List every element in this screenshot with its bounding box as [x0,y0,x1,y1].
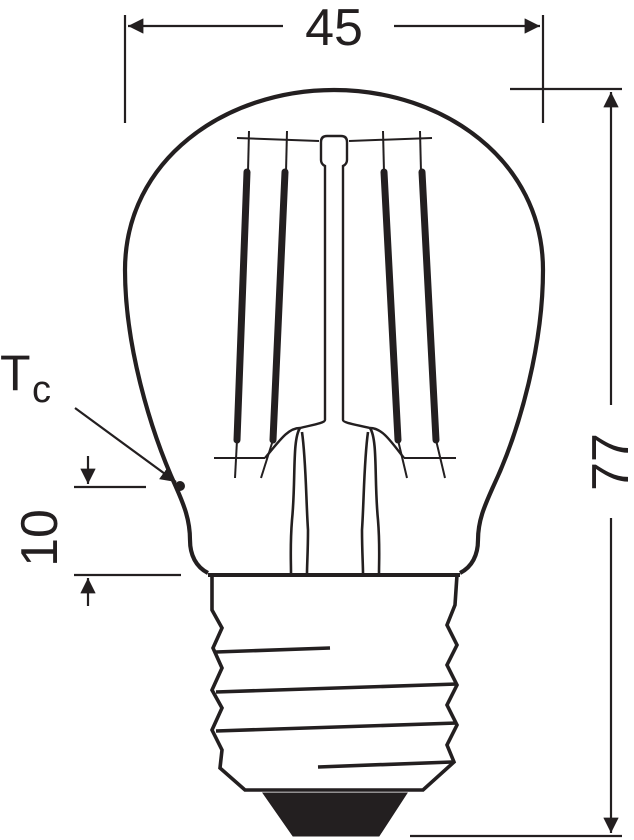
tc-label-subscript: c [32,369,51,411]
height-dimension-label: 77 [582,433,634,491]
filament-1 [233,168,251,444]
thread-line-4 [317,760,453,769]
filament-4 [418,168,440,444]
thread-line-2 [215,682,458,694]
tc-leader [74,407,177,483]
base-outline [209,574,460,792]
base-contact-tip [262,792,408,837]
tc-offset-dimension-label: 10 [11,509,69,567]
tc-offset-dimension [74,456,181,606]
filament-bottom-support [214,419,456,479]
glass-bulb-outline [122,87,546,575]
tc-point-dot [175,481,185,491]
screw-base [208,573,460,792]
glass-stem [289,427,381,574]
filament-top-support [236,130,433,420]
filament-3 [380,168,402,444]
tc-label-main: T [0,345,31,401]
filaments [233,168,440,444]
thread-line-1 [215,646,331,654]
width-dimension [123,15,545,123]
height-dimension [410,87,622,838]
tc-leader-arrow [74,407,177,483]
thread-line-3 [215,721,458,733]
width-dimension-label: 45 [305,0,363,57]
filament-2 [269,168,289,444]
